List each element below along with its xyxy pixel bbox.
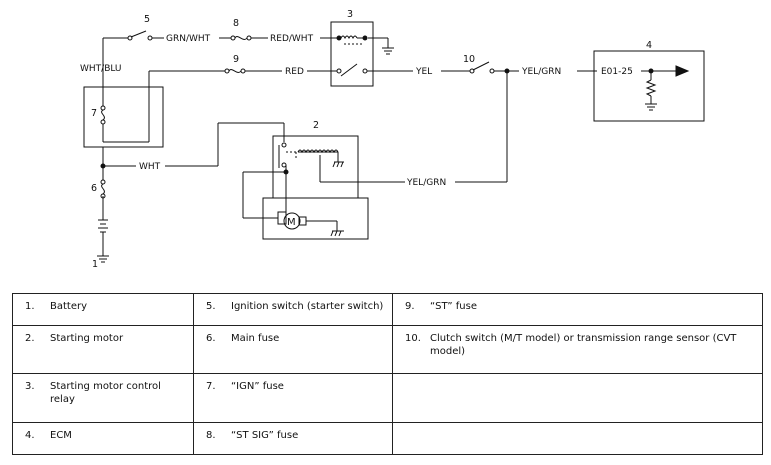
legend-text: “ST” fuse xyxy=(430,301,477,312)
legend-cell: 7. “IGN” fuse xyxy=(193,373,393,423)
legend-num: 3. xyxy=(25,381,35,393)
legend-row: 2. Starting motor 6. Main fuse 10. Clutch s… xyxy=(12,325,763,375)
legend-num: 1. xyxy=(25,301,35,312)
legend-text: Starting motor control relay xyxy=(50,381,161,406)
wire-yel-grn-bottom: YEL/GRN xyxy=(406,178,446,188)
legend-num: 9. xyxy=(405,301,415,312)
wht-circuit xyxy=(103,122,285,167)
legend-cell xyxy=(392,373,763,423)
legend-cell: 4. ECM xyxy=(12,421,194,456)
legend-num: 10. xyxy=(405,333,421,345)
legend-text: ECM xyxy=(50,429,72,441)
label-3: 3 xyxy=(347,9,353,20)
st-fuse-circuit xyxy=(149,68,337,74)
legend-cell: 6. Main fuse xyxy=(193,325,393,375)
legend-cell: 5. Ignition switch (starter switch) xyxy=(193,292,393,327)
ecm-4 xyxy=(593,50,705,122)
label-7: 7 xyxy=(91,108,97,119)
wire-yel-grn-top: YEL/GRN xyxy=(521,67,561,77)
wire-red-wht: RED/WHT xyxy=(270,34,314,44)
legend-text: Main fuse xyxy=(231,333,280,345)
legend-cell: 2. Starting motor xyxy=(12,325,194,375)
label-9: 9 xyxy=(233,54,239,65)
label-1: 1 xyxy=(92,259,98,270)
main-fuse-6 xyxy=(100,179,106,199)
legend-cell: 8. “ST SIG” fuse xyxy=(193,421,393,456)
ignition-circuit xyxy=(103,30,339,41)
legend-num: 4. xyxy=(25,429,35,441)
wire-wht: WHT xyxy=(139,162,161,172)
legend-text: Clutch switch (M/T model) or transmissio… xyxy=(430,333,737,358)
label-5: 5 xyxy=(144,14,150,25)
starting-motor-2: M xyxy=(242,135,369,240)
legend-cell xyxy=(392,421,763,456)
legend-num: 6. xyxy=(206,333,216,345)
label-2: 2 xyxy=(313,120,319,131)
legend-cell: 1. Battery xyxy=(12,292,194,327)
legend-table: 1. Battery 5. Ignition switch (starter swi… xyxy=(12,292,763,456)
legend-num: 7. xyxy=(206,381,216,393)
ecm-terminal-label: E01-25 xyxy=(601,67,633,77)
wire-wht-blu: WHT/BLU xyxy=(80,64,122,74)
label-4: 4 xyxy=(646,40,652,51)
label-6: 6 xyxy=(91,183,97,194)
battery-1 xyxy=(97,219,109,263)
legend-text: Starting motor xyxy=(50,333,124,345)
svg-text:M: M xyxy=(287,217,296,228)
legend-cell: 9. “ST” fuse xyxy=(392,292,763,327)
legend-text: “IGN” fuse xyxy=(231,381,284,393)
legend-row: 1. Battery 5. Ignition switch (starter swi… xyxy=(12,292,763,327)
legend-row: 4. ECM 8. “ST SIG” fuse xyxy=(12,421,763,456)
legend-cell: 10. Clutch switch (M/T model) or transmis… xyxy=(392,325,763,375)
starting-motor-control-relay-3 xyxy=(330,21,394,87)
legend-num: 5. xyxy=(206,301,216,312)
wire-red: RED xyxy=(285,67,304,77)
switch-10-circuit xyxy=(319,61,597,183)
label-10: 10 xyxy=(463,54,475,65)
wiring-diagram: M 1 2 3 4 5 6 7 8 9 10 GRN/WHT RED/WHT W… xyxy=(80,9,705,270)
wire-yel: YEL xyxy=(415,67,432,77)
legend-text: Battery xyxy=(50,301,88,312)
legend-text: Ignition switch (starter switch) xyxy=(231,301,384,312)
legend-num: 8. xyxy=(206,429,216,441)
label-8: 8 xyxy=(233,18,239,29)
legend-row: 3. Starting motor control relay 7. “IGN” f… xyxy=(12,373,763,423)
ign-fuse-7 xyxy=(83,71,164,148)
wire-grn-wht: GRN/WHT xyxy=(166,34,211,44)
legend-cell: 3. Starting motor control relay xyxy=(12,373,194,423)
legend-text: “ST SIG” fuse xyxy=(231,429,299,441)
legend-num: 2. xyxy=(25,333,35,345)
